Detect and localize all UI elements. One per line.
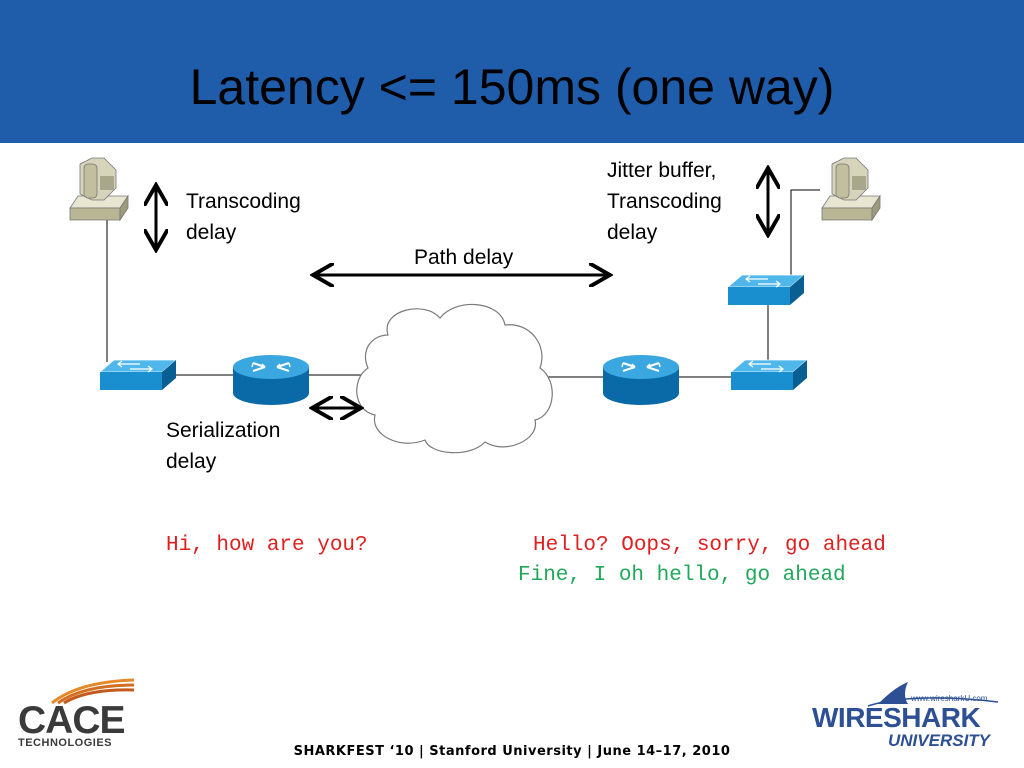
conversation-line-left: Hi, how are you? — [166, 534, 368, 557]
label-line: Transcoding — [607, 190, 722, 213]
cace-wordmark: CACE — [18, 699, 126, 742]
wireshark-university-logo: www.wiresharkU.com WIRESHARK UNIVERSITY — [808, 680, 1008, 752]
label-line: delay — [607, 221, 658, 244]
cace-logo: CACE TECHNOLOGIES — [12, 675, 142, 755]
title-bar — [0, 0, 1024, 143]
switch-icon — [729, 359, 809, 390]
label-line: Jitter buffer, — [607, 159, 717, 182]
slide-title: Latency <= 150ms (one way) — [189, 59, 835, 115]
router-icon — [233, 355, 309, 405]
transcoding-delay-label: Transcoding delay — [186, 186, 301, 248]
shark-fin-icon — [867, 682, 999, 707]
wireshark-university-text: UNIVERSITY — [888, 731, 991, 750]
jitter-transcoding-delay-label: Jitter buffer, Transcoding delay — [607, 155, 722, 248]
label-line: delay — [186, 221, 237, 244]
wireshark-wordmark: WIRESHARK — [812, 702, 981, 733]
path-delay-label: Path delay — [414, 246, 514, 269]
cace-swoosh-icon — [51, 678, 135, 705]
switch-icon — [98, 359, 178, 390]
router-icon — [603, 355, 679, 405]
label-line: delay — [166, 450, 217, 473]
connection-lines — [106, 189, 820, 378]
phone-icon — [821, 157, 881, 222]
conversation-line-reply: Fine, I oh hello, go ahead — [518, 564, 846, 587]
phone-icon — [69, 157, 129, 222]
label-line: Transcoding — [186, 190, 301, 213]
conversation-line-right: Hello? Oops, sorry, go ahead — [533, 534, 886, 557]
cace-subtitle: TECHNOLOGIES — [18, 737, 113, 749]
footer-text: SHARKFEST ‘10 | Stanford University | Ju… — [293, 744, 731, 759]
label-line: Serialization — [166, 419, 281, 442]
wireshark-url: www.wiresharkU.com — [911, 694, 988, 703]
cloud-icon — [356, 304, 553, 454]
serialization-delay-label: Serialization delay — [166, 415, 280, 477]
switch-icon — [726, 274, 806, 305]
